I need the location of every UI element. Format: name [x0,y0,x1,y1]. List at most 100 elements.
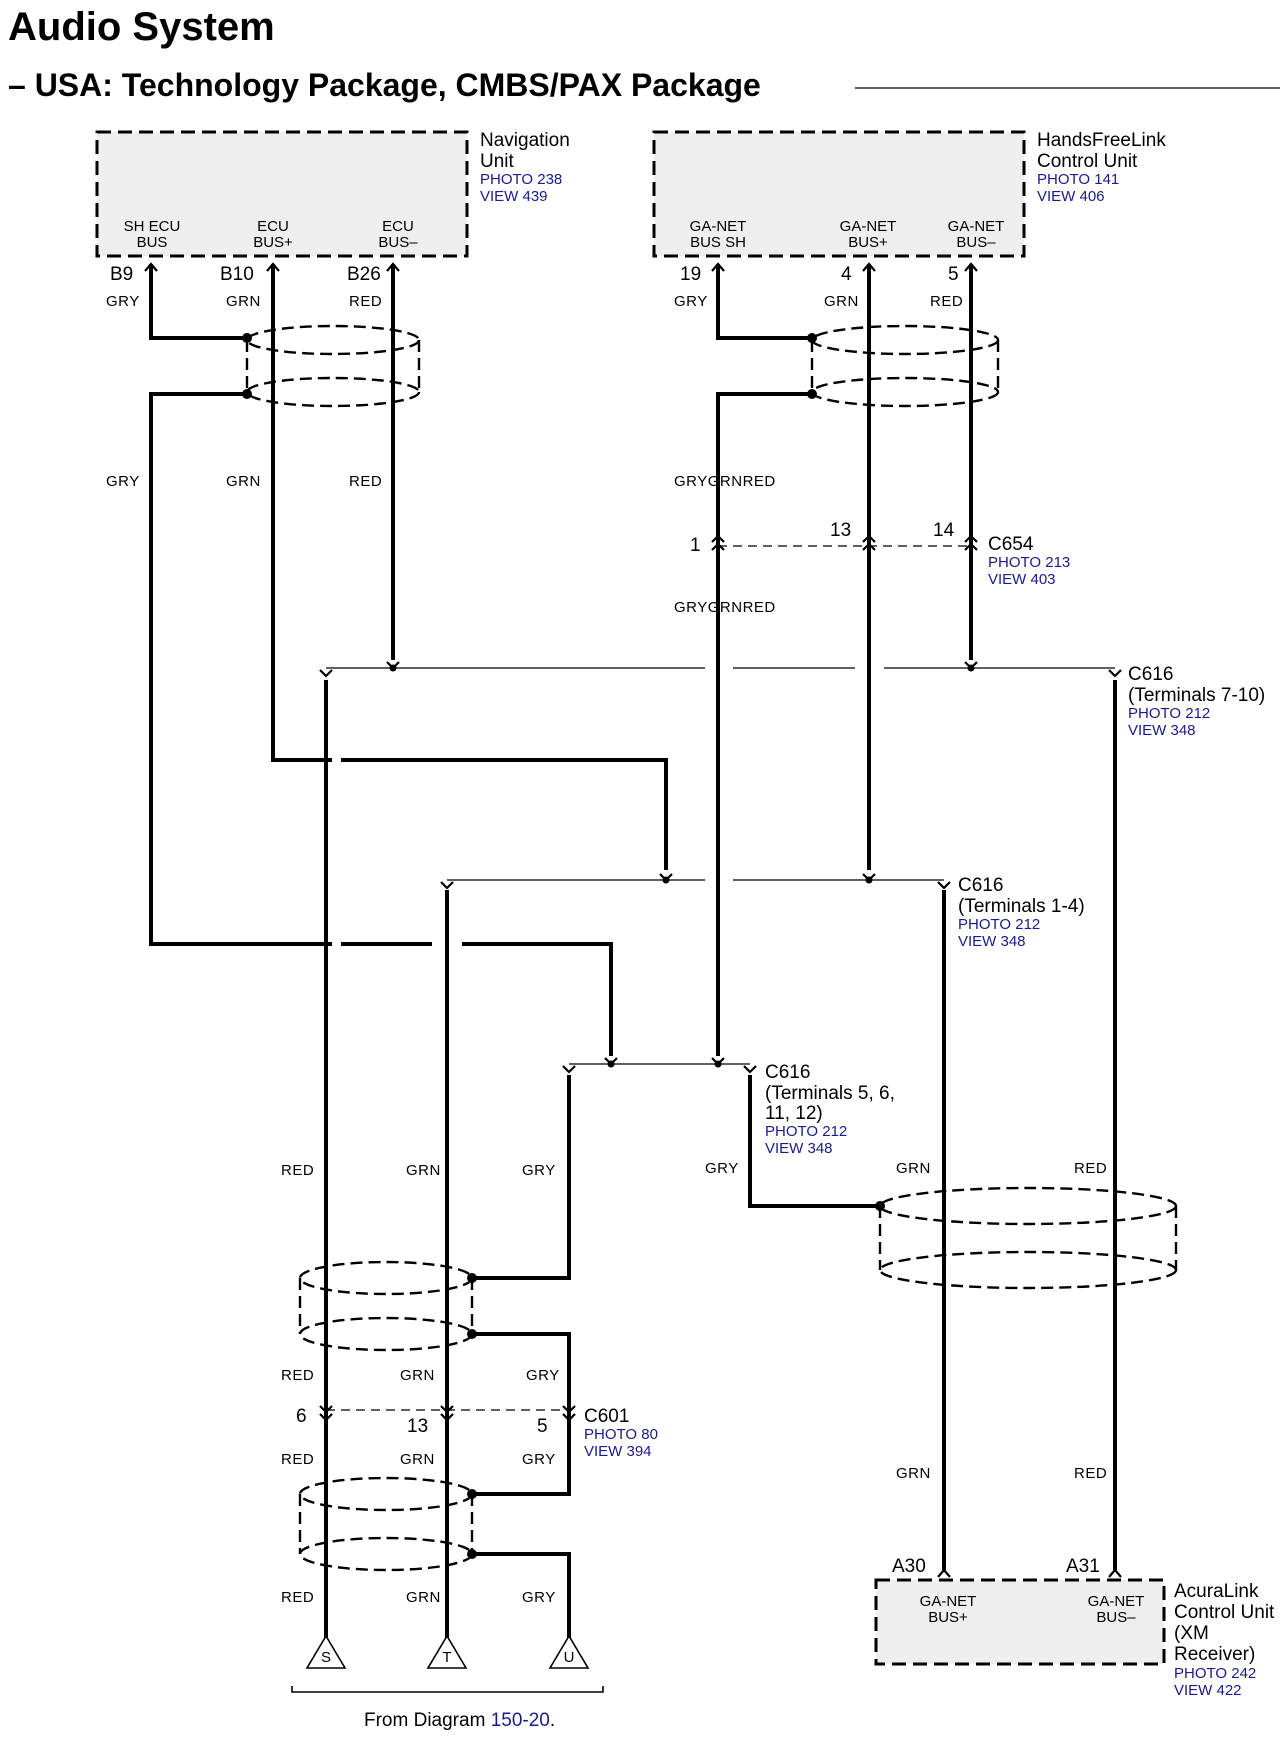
footer-text[interactable]: From Diagram 150-20. [364,1710,555,1731]
hfl-pin-5: 5 [948,264,959,285]
wire-gry-acuralink-drain [748,1075,880,1208]
terminal-t-label: T [442,1649,451,1666]
c601-pin-5: 5 [537,1416,548,1437]
mark-c601-5 [562,1405,576,1422]
lbl-red-2: RED [281,1162,314,1179]
hfl-name-2: Control Unit [1037,151,1138,172]
mark-c616b-grn-out [440,881,454,890]
c654-name: C654 [988,534,1034,555]
acura-term-2-l1: GA-NET [1088,1593,1145,1610]
acura-name-1: AcuraLink [1174,1581,1259,1602]
mark-c616a-red-out [319,669,333,678]
offpage-terminal-s: S [305,1634,347,1669]
lbl-gry-1: GRY [106,473,140,490]
mark-hfl-4 [862,262,876,272]
mark-nav-b9 [144,262,158,272]
lbl-gry-5: GRY [522,1451,556,1468]
lbl-gry-7: GRY [522,1589,556,1606]
mark-c616c-acura-out [743,1065,757,1074]
wire-gry-down-b [472,1332,571,1496]
terminal-u-label: U [564,1649,575,1666]
hfl-name-1: HandsFreeLink [1037,130,1166,151]
lbl-grn-7: GRN [406,1589,441,1606]
acuralink-unit-box [874,1578,1166,1666]
mark-c616b-acura-out [937,881,951,890]
lbl-gry-2: GRY [522,1162,556,1179]
offpage-terminal-t: T [426,1634,468,1669]
acura-term-2-l2: BUS– [1096,1609,1136,1626]
nav-photo: PHOTO 238 [480,171,562,188]
c616a-detail: (Terminals 7-10) [1128,685,1265,706]
lbl-gry-3: GRY [705,1160,739,1177]
mark-c616a-acura-out [1108,669,1122,678]
mark-acura-a30 [937,1568,951,1578]
dot-c616b-1 [662,876,670,884]
acura-photo: PHOTO 242 [1174,1665,1256,1682]
mark-c654-14 [964,534,978,551]
mark-nav-b26 [386,262,400,272]
c616a-name: C616 [1128,664,1173,685]
hfl-wire-gry: GRY [674,293,708,310]
nav-name-2: Unit [480,151,515,172]
footer-diagram-link: 150-20 [491,1710,550,1731]
c654-photo: PHOTO 213 [988,554,1070,571]
dot-nav-shield-bot [242,389,252,399]
lbl-red-3: RED [1074,1160,1107,1177]
nav-view: VIEW 439 [480,188,548,205]
c654-view: VIEW 403 [988,571,1056,588]
c601-pin-13: 13 [407,1416,428,1437]
terminal-s-label: S [321,1649,331,1666]
lbl-gry-4: GRY [526,1367,560,1384]
hfl-term-3-l2: BUS– [956,234,996,251]
nav-term-1-l2: BUS [137,234,168,251]
acura-name-4: Receiver) [1174,1644,1255,1665]
mark-hfl-19 [711,262,725,272]
nav-term-3-l1: ECU [382,218,414,235]
shield-nav [245,324,421,408]
c616b-detail: (Terminals 1-4) [958,896,1085,917]
shield-hfl [810,324,1000,408]
mark-c654-1 [711,534,725,551]
mark-c616c-gry-out [562,1065,576,1074]
wire-hfl-gry-top [716,264,812,340]
nav-name-1: Navigation [480,130,570,151]
wire-nav-gry-to-c616c [462,942,613,1056]
lbl-grygrnred-2: GRYGRNRED [674,599,776,616]
mark-nav-b10 [266,262,280,272]
hfl-pin-19: 19 [680,264,701,285]
c616b-name: C616 [958,875,1003,896]
shield-low-2 [298,1476,474,1572]
mark-c601-13 [440,1405,454,1422]
page-title: Audio System [8,5,275,49]
lbl-red-7: RED [281,1589,314,1606]
lbl-red-1: RED [349,473,382,490]
acura-pin-a30: A30 [892,1556,926,1577]
hfl-wire-grn: GRN [824,293,859,310]
lbl-grn-1: GRN [226,473,261,490]
c616c-detail-1: (Terminals 5, 6, [765,1083,895,1104]
acura-term-1-l1: GA-NET [920,1593,977,1610]
hfl-term-3-l1: GA-NET [948,218,1005,235]
c654-pin-14: 14 [933,520,955,541]
dot-c616c-2 [714,1060,722,1068]
wire-nav-grn-a [271,264,332,762]
footer-bracket [291,1686,604,1693]
nav-term-2-l2: BUS+ [253,234,293,251]
hfl-view: VIEW 406 [1037,188,1105,205]
acura-pin-a31: A31 [1066,1556,1100,1577]
wire-gry-down-a [472,1075,571,1280]
hfl-term-2-l1: GA-NET [840,218,897,235]
wire-nav-gry-top [149,264,247,340]
mark-c654-13 [862,534,876,551]
acura-name-3: (XM [1174,1623,1209,1644]
acura-term-1-l2: BUS+ [928,1609,968,1626]
page-subtitle: – USA: Technology Package, CMBS/PAX Pack… [8,67,761,103]
lbl-grn-3: GRN [896,1160,931,1177]
offpage-terminal-u: U [548,1634,590,1669]
mark-acura-a31 [1108,1568,1122,1578]
c616c-name: C616 [765,1062,810,1083]
lbl-red-4: RED [281,1367,314,1384]
mark-hfl-5 [964,262,978,272]
lbl-grn-2: GRN [406,1162,441,1179]
c616a-photo: PHOTO 212 [1128,705,1210,722]
